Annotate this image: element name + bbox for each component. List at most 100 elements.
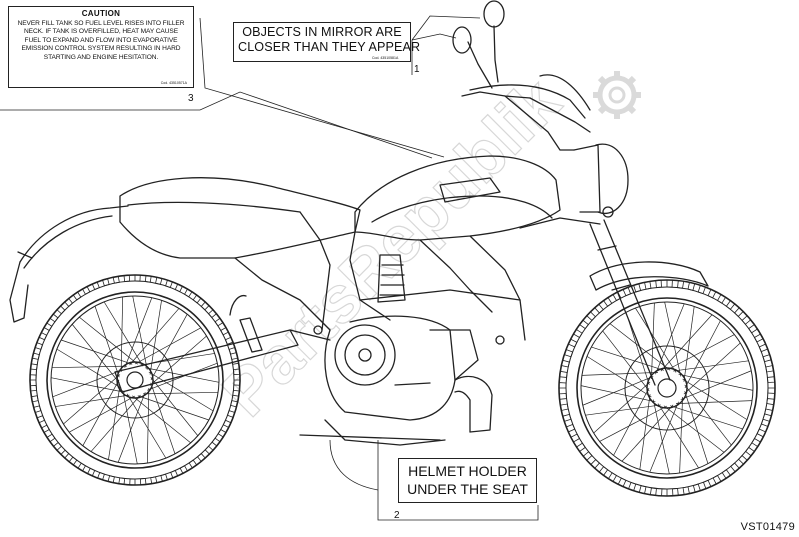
reference-code: VST01479	[740, 521, 795, 533]
tyre-tread-block	[753, 333, 764, 343]
caution-line: NECK. IF TANK IS OVERFILLED, HEAT MAY CA…	[24, 28, 178, 36]
tyre-tread-block	[767, 376, 776, 383]
caution-line: EMISSION CONTROL SYSTEM RESULTING IN HAR…	[21, 45, 181, 53]
tyre-tread-block	[607, 472, 618, 483]
tyre-tread-block	[563, 349, 574, 358]
helmet-holder-label: HELMET HOLDER UNDER THE SEAT	[398, 458, 537, 503]
tyre-tread-block	[721, 469, 732, 479]
wheel-spoke	[149, 300, 162, 375]
tyre-tread-block	[692, 483, 701, 493]
wheel-spoke	[69, 395, 136, 433]
wheel-spoke	[79, 316, 138, 365]
tyre-tread-block	[200, 301, 210, 311]
wheel-spoke	[103, 301, 144, 367]
wheel-spoke	[663, 405, 725, 453]
tyre-tread-block	[649, 487, 657, 496]
wheel-spoke	[657, 403, 699, 469]
caution-line: FUEL TO EXPAND AND FLOW INTO EVAPORATIVE	[24, 36, 178, 44]
tyre-tread-block	[586, 311, 596, 321]
tyre-tread-block	[764, 408, 774, 417]
caution-title: CAUTION	[81, 9, 121, 18]
tyre-tread-block	[734, 307, 744, 317]
tyre-tread-block	[214, 317, 224, 327]
tyre-tread-block	[628, 481, 637, 492]
tyre-tread-block	[565, 423, 576, 433]
wheel-spoke	[664, 301, 682, 377]
tyre-tread-block	[559, 403, 569, 411]
tyre-tread-block	[677, 280, 685, 289]
wheel-spoke	[675, 400, 753, 404]
wheel-spoke	[52, 369, 123, 398]
tyre-tread-block	[217, 428, 227, 438]
tyre-tread-block	[766, 398, 775, 406]
tyre-tread-block	[208, 309, 218, 319]
tyre-tread-block	[220, 326, 229, 336]
wheel-spoke	[82, 379, 120, 446]
tyre-tread-block	[598, 466, 609, 476]
tyre-tread-block	[77, 462, 87, 472]
wheel-spoke	[684, 391, 709, 464]
mirror-label: OBJECTS IN MIRROR ARE CLOSER THAN THEY A…	[233, 22, 420, 62]
wheel-spoke	[602, 330, 650, 392]
wheel-spoke	[666, 334, 735, 371]
tyre-tread-block	[765, 365, 775, 373]
tyre-tread-block	[622, 286, 632, 297]
tyre-tread-block	[222, 419, 232, 428]
wheel-spoke	[61, 339, 133, 365]
tyre-tread-block	[712, 474, 722, 485]
tyre-tread-block	[725, 300, 736, 310]
wheel-spoke	[108, 385, 121, 460]
tyre-tread-block	[129, 478, 136, 486]
wheel-spoke	[678, 373, 754, 391]
tyre-tread-block	[192, 294, 202, 304]
wheel-spoke	[680, 370, 752, 400]
tyre-tread-block	[617, 477, 627, 488]
tyre-tread-block	[644, 280, 652, 290]
helmet-line: UNDER THE SEAT	[407, 481, 528, 497]
tyre-tread-block	[87, 467, 96, 477]
wheel-spoke	[639, 394, 651, 470]
tyre-tread-block	[179, 465, 189, 474]
tyre-tread-block	[233, 368, 241, 376]
tyre-tread-block	[183, 288, 193, 298]
tyre-tread-block	[144, 275, 152, 283]
tyre-tread-block	[52, 441, 62, 451]
tyre-tread-block	[760, 418, 771, 427]
tyre-tread-block	[661, 488, 668, 497]
tyre-tread-block	[56, 305, 66, 315]
wheel-spoke	[51, 365, 128, 369]
tyre-tread-block	[716, 293, 727, 304]
tyre-tread-block	[756, 428, 767, 438]
tyre-tread-block	[46, 433, 56, 443]
wheel-spoke	[124, 297, 153, 368]
tyre-tread-block	[582, 451, 593, 461]
tyre-tread-block	[702, 479, 712, 490]
wheel-spoke	[580, 385, 656, 403]
tyre-tread-block	[174, 283, 183, 293]
tyre-tread-block	[33, 405, 42, 413]
wheel-spoke	[126, 393, 167, 459]
tyre-tread-block	[233, 379, 241, 386]
wheel-spoke	[55, 394, 130, 407]
wheel-spoke	[132, 395, 191, 444]
tyre-tread-block	[666, 279, 673, 288]
wheel-spoke	[682, 378, 748, 420]
tyre-tread-block	[232, 389, 240, 397]
wheel-spoke	[670, 405, 743, 430]
tyre-tread-block	[107, 475, 115, 484]
wheel-spoke	[150, 314, 188, 381]
tyre-tread-block	[102, 278, 110, 287]
tyre-tread-block	[155, 276, 163, 285]
wheel-spoke	[150, 377, 199, 436]
tyre-tread-block	[29, 384, 37, 392]
wheel-spoke	[599, 405, 668, 442]
wheel-spoke	[591, 346, 664, 371]
motorcycle-body	[9, 0, 709, 446]
wheel-spoke	[649, 401, 679, 473]
tyre-tread-block	[29, 374, 37, 381]
wheel-spoke	[613, 387, 650, 456]
wheel-spoke	[655, 303, 685, 375]
tyre-tread-block	[572, 328, 583, 339]
tyre-tread-block	[34, 342, 43, 350]
